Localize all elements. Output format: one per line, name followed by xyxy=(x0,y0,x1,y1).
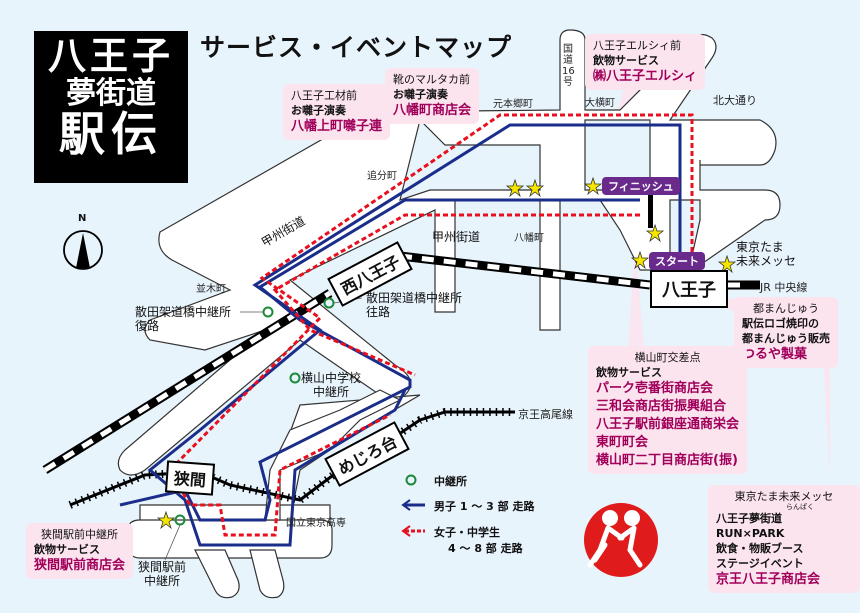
finish-marker: フィニッシュ xyxy=(602,177,680,195)
relay-name: 狭間駅前 xyxy=(138,560,187,574)
relay-direction: 中継所 xyxy=(313,385,350,399)
callout-location: 都まんじゅう xyxy=(753,302,819,315)
street-kitaodori: 北大通り xyxy=(713,94,757,107)
relay-direction: 中継所 xyxy=(144,574,181,588)
callout-location: 横山町交差点 xyxy=(634,351,701,364)
callout-org: 八幡上町囃子連 xyxy=(291,119,383,134)
callout-org: 八王子駅前銀座通商栄会 xyxy=(596,417,740,432)
relay-hazama-station: 狭間駅前 中継所 xyxy=(138,560,186,588)
callout-marutaka: 靴のマルタカ前 お囃子演奏 八幡町商店会 xyxy=(385,68,480,124)
area-namikicho: 並木町 xyxy=(196,284,226,295)
relay-sanda-return: 散田架道橋中継所 復路 xyxy=(135,305,231,333)
relay-markers xyxy=(174,297,417,526)
logo-line-2: 夢街道 xyxy=(66,76,156,111)
relay-icon xyxy=(174,514,186,526)
relay-yokoyama-jhs: 横山中学校 中継所 xyxy=(301,371,361,399)
callout-service: 駅伝ロゴ焼印の xyxy=(742,317,819,330)
relay-name: 散田架道橋中継所 xyxy=(366,291,463,305)
relay-icon xyxy=(262,306,274,318)
callout-yokoyamacho: 横山町交差点 飲物サービス パーク壱番街商店会 三和会商店街振興組合 八王子駅前… xyxy=(588,346,748,474)
area-yawatacho: 八幡町 xyxy=(514,233,544,244)
relay-direction: 復路 xyxy=(135,319,160,333)
callout-location: 靴のマルタカ前 xyxy=(393,73,470,86)
route-16: 国道16号 xyxy=(562,44,575,88)
callout-org: パーク壱番街商店会 xyxy=(596,381,714,396)
station-hachioji: 八王子 xyxy=(650,270,728,308)
callout-miyako-manju: 都まんじゅう 駅伝ロゴ焼印の 都まんじゅう販売 つるや製菓 xyxy=(734,297,838,368)
relay-name: 横山中学校 xyxy=(301,371,362,385)
callout-org: 三和会商店街振興組合 xyxy=(596,399,727,414)
label-messe: 東京たま 未来メッセ xyxy=(736,240,797,268)
page-title: サービス・イベントマップ xyxy=(200,33,513,62)
star-icon xyxy=(645,223,665,243)
legend-symbols xyxy=(401,499,425,537)
callout-hachioji-kouzai: 八王子工材前 お囃子演奏 八幡上町囃子連 xyxy=(283,84,391,140)
star-icon xyxy=(583,176,603,196)
callout-service: 八王子夢街道 RUN×PARK xyxy=(716,512,785,540)
relay-sanda-out: 散田架道橋中継所 往路 xyxy=(366,291,462,319)
callout-elsy: 八王子エルシィ前 飲物サービス ㈱八王子エルシィ xyxy=(585,34,706,90)
relay-name: 散田架道橋中継所 xyxy=(135,305,232,319)
relay-icon xyxy=(405,474,417,486)
logo-line-3: 駅伝 xyxy=(59,107,163,161)
callout-service: お囃子演奏 xyxy=(291,104,346,117)
callout-org: 東町町会 xyxy=(596,435,649,450)
callout-org: 八幡町商店会 xyxy=(393,103,472,118)
ruby-text: らんぱく xyxy=(786,503,814,511)
legend-relay: 中継所 xyxy=(434,475,467,488)
ekiden-logo: 八王子 夢街道 駅伝 xyxy=(34,31,188,183)
star-icon xyxy=(505,178,525,198)
callout-location: 八王子エルシィ前 xyxy=(593,39,681,52)
callout-org: 横山町二丁目商店街(振) xyxy=(596,453,738,468)
label-kosen: 国立東京高専 xyxy=(286,518,346,529)
finish-line xyxy=(648,193,653,228)
men-route xyxy=(119,123,682,547)
star-icon xyxy=(630,250,650,270)
callout-location: 八王子工材前 xyxy=(291,89,357,102)
start-marker: スタート xyxy=(649,252,705,270)
callout-service: 飲物サービス xyxy=(596,366,662,379)
callout-location: 東京たま未来メッセ xyxy=(734,490,834,503)
ekiden-emblem xyxy=(584,503,658,577)
line-jr-chuo: JR 中央線 xyxy=(760,281,808,294)
star-icon xyxy=(717,254,737,274)
compass-icon xyxy=(63,230,103,270)
area-oiwakecho: 追分町 xyxy=(367,171,397,182)
legend-women-2: 4 ～ 8 部 走路 xyxy=(448,542,523,555)
legend-men: 男子 1 ～ 3 部 走路 xyxy=(434,500,535,513)
roads xyxy=(117,29,781,599)
relay-icon xyxy=(323,297,335,309)
callout-org: ㈱八王子エルシィ xyxy=(593,69,698,84)
area-motohongocho: 元本郷町 xyxy=(493,99,533,110)
callout-org: 京王八王子商店会 xyxy=(716,572,821,587)
street-koshu-kaido: 甲州街道 xyxy=(432,230,481,244)
callout-org: つるや製菓 xyxy=(742,347,808,362)
callout-service: 都まんじゅう販売 xyxy=(742,332,830,345)
station-hazama: 狭間 xyxy=(164,460,216,496)
area-oyokocho: 大横町 xyxy=(585,98,615,109)
compass-label: N xyxy=(78,213,87,224)
callout-service: ステージイベント xyxy=(716,557,804,570)
star-icon xyxy=(156,510,176,530)
relay-direction: 往路 xyxy=(366,305,391,319)
legend-women-1: 女子・中学生 xyxy=(434,526,500,539)
star-icon xyxy=(525,178,545,198)
logo-line-1: 八王子 xyxy=(47,34,174,78)
relay-icon xyxy=(289,372,301,384)
line-keio-takao: 京王高尾線 xyxy=(518,408,573,421)
callout-service: 飲物サービス xyxy=(34,543,100,556)
callout-service: 飲物サービス xyxy=(593,54,659,67)
event-stars xyxy=(156,176,737,530)
callout-messe: 東京たま未来メッセ らんぱく 八王子夢街道 RUN×PARK 飲食・物販ブース … xyxy=(708,485,860,593)
callout-hazama-relay: 狭間駅前中継所 飲物サービス 狭間駅前商店会 xyxy=(26,523,134,579)
callout-location: 狭間駅前中継所 xyxy=(41,528,118,541)
callout-service: 飲食・物販ブース xyxy=(716,542,804,555)
callout-org: 狭間駅前商店会 xyxy=(34,558,126,573)
callout-service: お囃子演奏 xyxy=(393,88,448,101)
